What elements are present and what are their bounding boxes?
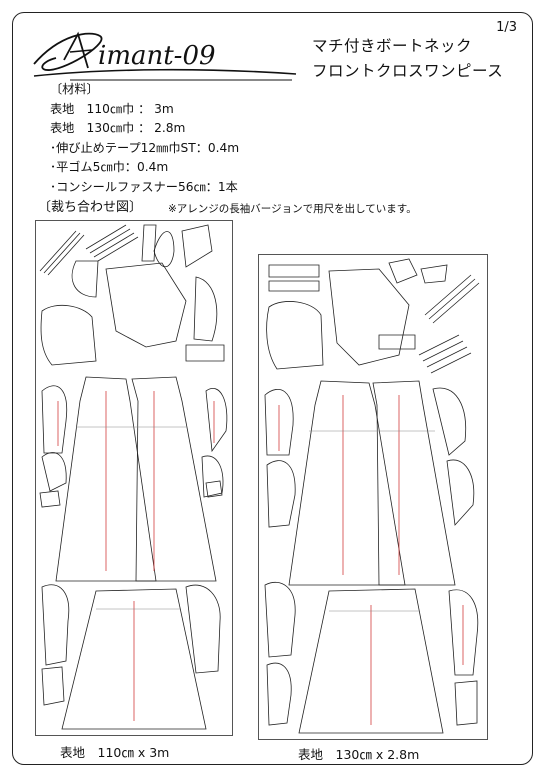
pattern-title: マチ付きボートネック フロントクロスワンピース <box>312 34 503 84</box>
material-item: 表地 130㎝巾 ： 2.8m <box>50 121 186 135</box>
cutting-layout-110 <box>35 220 233 736</box>
material-item: ･平ゴム5㎝巾：0.4m <box>50 160 169 174</box>
title-line-1: マチ付きボートネック <box>312 37 473 55</box>
layout-caption-130: 表地 130㎝ x 2.8m <box>298 747 420 762</box>
cutting-layout-note: ※アレンジの長袖バージョンで用尺を出しています。 <box>168 203 417 215</box>
title-line-2: フロントクロスワンピース <box>312 62 504 80</box>
material-item: 表地 110㎝巾 ： 3m <box>50 101 174 116</box>
brand-logo: imant-09 <box>33 31 297 81</box>
page-number: 1/3 <box>496 20 517 35</box>
cutting-layout-130 <box>258 254 488 740</box>
svg-text:imant-09: imant-09 <box>98 41 216 71</box>
material-item: ･コンシールファスナー56㎝：1本 <box>50 179 238 194</box>
materials-list: 〔材料〕 表地 110㎝巾 ： 3m 表地 130㎝巾 ： 2.8m ･伸び止め… <box>50 80 239 197</box>
pattern-pieces-130 <box>264 258 480 734</box>
material-item: ･伸び止めテープ12㎜巾ST：0.4m <box>50 140 240 155</box>
pattern-pieces-110 <box>39 224 228 730</box>
page-frame <box>12 12 533 765</box>
layout-caption-110: 表地 110㎝ x 3m <box>60 745 170 760</box>
cutting-layout-heading: 〔裁ち合わせ図〕 <box>38 200 143 215</box>
materials-heading: 〔材料〕 <box>50 82 99 96</box>
